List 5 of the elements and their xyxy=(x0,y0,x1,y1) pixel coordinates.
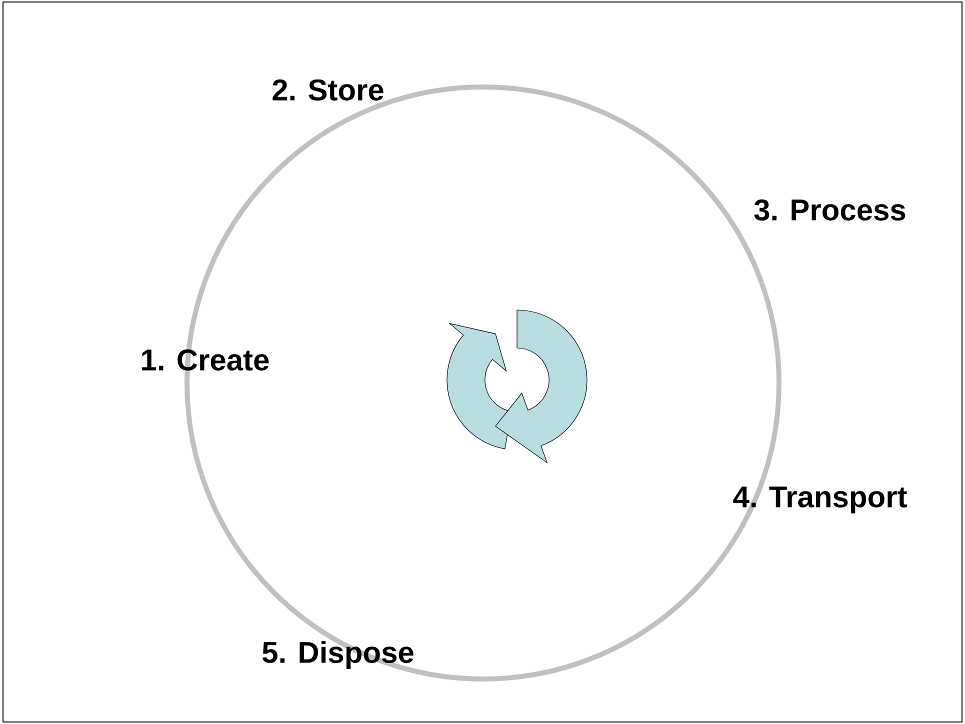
stage-label: 5. Dispose xyxy=(262,641,414,669)
stage-label: 4. Transport xyxy=(733,486,907,514)
stage-label: 2. Store xyxy=(272,79,384,101)
stage-label: 3. Process xyxy=(754,199,906,221)
stage-label: 1. Create xyxy=(142,349,269,371)
